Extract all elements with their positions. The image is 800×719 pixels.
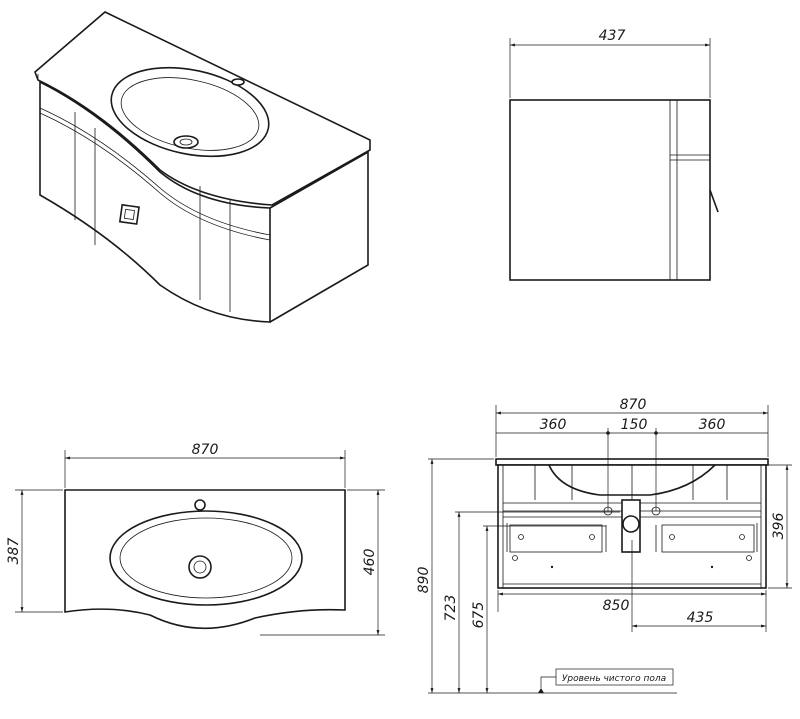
isometric-view xyxy=(34,11,371,323)
dim-depth-387: 387 xyxy=(6,538,22,565)
iso-basin xyxy=(110,66,270,158)
dim-height-723: 723 xyxy=(443,595,459,622)
floor-label-box xyxy=(555,668,674,686)
iso-tap-hole xyxy=(231,78,245,86)
iso-cabinet-side xyxy=(269,150,369,323)
top-view: 870 387 460 xyxy=(6,442,385,636)
drawer-handle-icon xyxy=(118,203,140,225)
dim-left-360: 360 xyxy=(540,417,567,433)
side-view: 437 xyxy=(509,28,719,281)
side-handle xyxy=(709,189,719,213)
dim-depth-460: 460 xyxy=(362,549,378,576)
dim-height-675: 675 xyxy=(471,602,487,629)
dim-half-435: 435 xyxy=(687,610,714,626)
dim-cabinet-850: 850 xyxy=(603,598,630,614)
front-countertop xyxy=(495,458,769,466)
dim-height-890: 890 xyxy=(416,567,432,594)
dim-cabinet-396: 396 xyxy=(771,513,787,540)
floor-label: Уровень чистого пола xyxy=(562,674,666,684)
dim-right-360: 360 xyxy=(699,417,726,433)
drain-icon xyxy=(188,555,212,579)
dim-depth-437: 437 xyxy=(599,28,626,44)
tap-hole-icon xyxy=(194,499,206,511)
dim-width-870: 870 xyxy=(192,442,219,458)
dim-center-150: 150 xyxy=(621,417,648,433)
dim-total-width-870: 870 xyxy=(620,397,647,413)
iso-drain xyxy=(173,135,199,149)
front-view: 870 360 150 360 850 435 890 723 675 396 … xyxy=(416,397,792,694)
